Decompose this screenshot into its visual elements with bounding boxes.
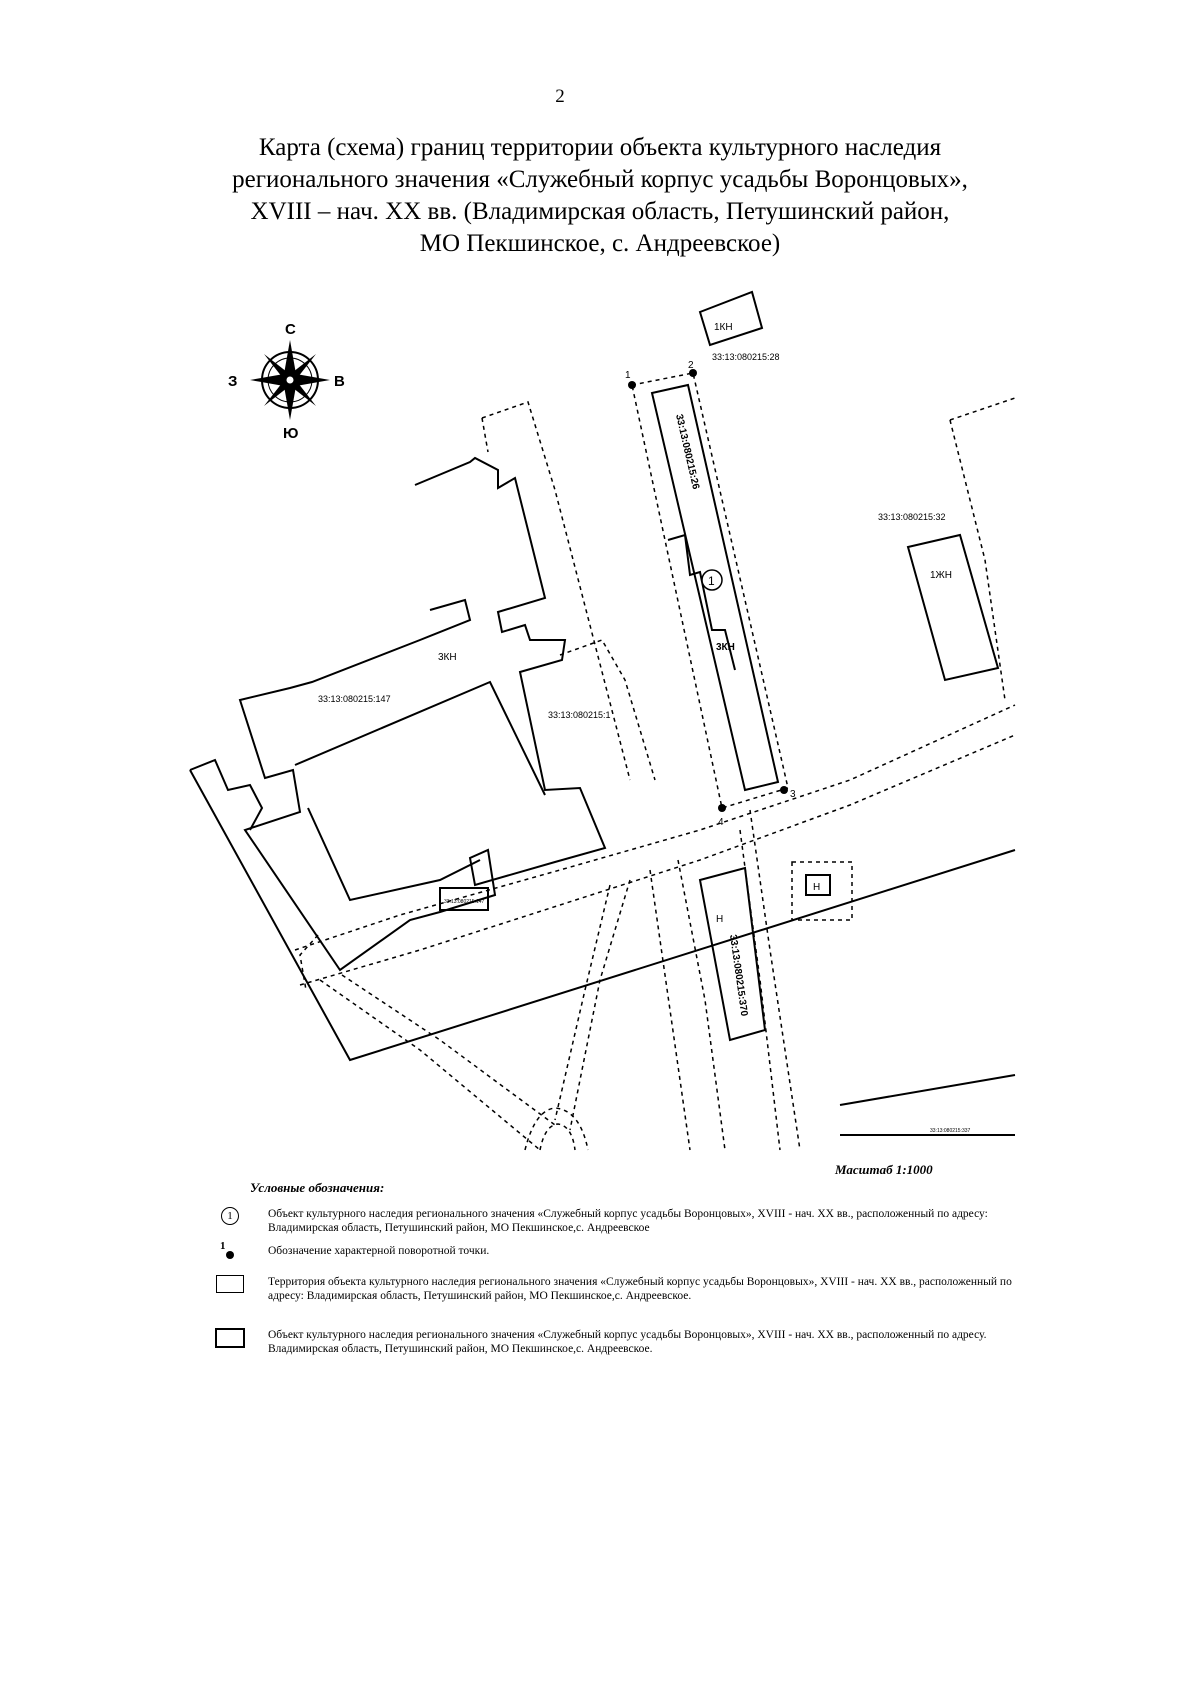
turning-point-dot (780, 786, 788, 794)
legend-item-object: 1 Объект культурного наследия региональн… (210, 1207, 1028, 1235)
legend-title: Условные обозначения: (250, 1180, 385, 1195)
alley (649, 869, 691, 1151)
parcel-boundary (949, 419, 1006, 701)
label-parcel-1: 33:13:080215:1 (548, 710, 611, 720)
label-1zhn: 1ЖН (930, 570, 952, 581)
road-edge (299, 734, 1016, 986)
label-n: Н (716, 914, 723, 925)
building-1kn (698, 290, 764, 347)
legend-symbol (210, 1328, 250, 1356)
compass-south: Ю (283, 425, 298, 442)
label-point-2: 2 (688, 360, 694, 371)
compass-north: С (285, 321, 296, 338)
label-point-3: 3 (790, 789, 796, 800)
alley (554, 884, 611, 1121)
label-parcel-32: 33:13:080215:32 (878, 512, 946, 522)
building-inner (307, 807, 481, 902)
building-wing (189, 758, 264, 831)
turning-points (628, 369, 788, 812)
map-scale: Масштаб 1:1000 (835, 1162, 933, 1177)
parcel-boundary (481, 401, 631, 781)
building-detail (667, 533, 736, 671)
legend-item-building: Объект культурного наследия региональног… (210, 1328, 1028, 1356)
monument-territory (631, 372, 789, 809)
parcel-small (439, 887, 489, 911)
parcel-boundary (481, 417, 489, 453)
legend-symbol (210, 1275, 250, 1303)
legend-symbol: 1 (210, 1240, 250, 1272)
compass-rose: С Ю З В (228, 321, 345, 442)
label-3kn-monument: 3КН (716, 642, 735, 653)
label-point-4: 4 (718, 817, 724, 828)
road-edge (294, 704, 1016, 951)
legend-text: Территория объекта культурного наследия … (268, 1276, 1012, 1302)
label-parcel-28: 33:13:080215:28 (712, 352, 780, 362)
monument-building (650, 383, 780, 792)
title-line: Карта (схема) границ территории объекта … (258, 134, 942, 161)
object-marker-icon: 1 (221, 1207, 239, 1225)
map-title: Карта (схема) границ территории объекта … (120, 132, 1080, 260)
cadastral-map: С Ю З В (189, 290, 1016, 1151)
label-1kn: 1КН (714, 322, 733, 333)
legend-item-point: 1 Обозначение характерной поворотной точ… (210, 1240, 1028, 1272)
building-inner (294, 680, 546, 796)
label-parcel-147: 33:13:080215:147 (318, 694, 391, 704)
legend-text: Объект культурного наследия региональног… (268, 1208, 988, 1234)
building-1zhn (906, 533, 1000, 682)
title-line: XVIII – нач. XX вв. (Владимирская област… (250, 198, 950, 225)
alley (319, 979, 541, 1151)
compass-west: З (228, 373, 237, 390)
label-parcel-370: 33:13:080215:370 (727, 934, 749, 1017)
building-n (698, 866, 767, 1042)
label-object-marker: 1 (708, 574, 715, 588)
building-3kn (238, 456, 607, 972)
label-point-1: 1 (625, 370, 631, 381)
solid-boundaries (189, 290, 1016, 1136)
page-number: 2 (555, 86, 565, 107)
legend-text: Объект культурного наследия региональног… (268, 1329, 987, 1355)
turning-point-dot (628, 381, 636, 389)
label-3kn: 3КН (438, 652, 457, 663)
territory-rect-icon (216, 1275, 244, 1293)
turning-point-dot (689, 369, 697, 377)
parcel-edge (839, 1074, 1016, 1106)
roundabout (524, 1107, 589, 1151)
label-parcel-small: 33:13:080215:147 (444, 899, 485, 905)
turning-point-dot (718, 804, 726, 812)
legend-symbol: 1 (210, 1207, 250, 1235)
roundabout (539, 1123, 576, 1151)
label-parcel-br: 33:13:080215:337 (930, 1128, 971, 1134)
compass-east: В (334, 373, 345, 390)
object-rect-icon (215, 1328, 245, 1348)
alley (749, 809, 801, 1151)
large-parcel (189, 769, 1016, 1062)
legend-text: Обозначение характерной поворотной точки… (268, 1245, 490, 1257)
building-n-small (805, 874, 831, 896)
legend-item-territory: Территория объекта культурного наследия … (210, 1275, 1028, 1303)
title-line: регионального значения «Служебный корпус… (232, 166, 968, 193)
label-n-small: Н (813, 882, 820, 893)
alley (677, 859, 726, 1151)
title-line: МО Пекшинское, с. Андреевское) (419, 230, 781, 257)
object-marker-circle (701, 569, 723, 591)
alley (341, 974, 556, 1126)
parcel-boundary (949, 397, 1016, 421)
parcel-boundary (559, 639, 656, 781)
alley (569, 879, 631, 1131)
turning-point-icon: 1 (220, 1240, 240, 1264)
parcel-boundary (791, 861, 853, 921)
turning-point-number: 1 (220, 1240, 226, 1252)
dashed-boundaries (294, 372, 1016, 1151)
